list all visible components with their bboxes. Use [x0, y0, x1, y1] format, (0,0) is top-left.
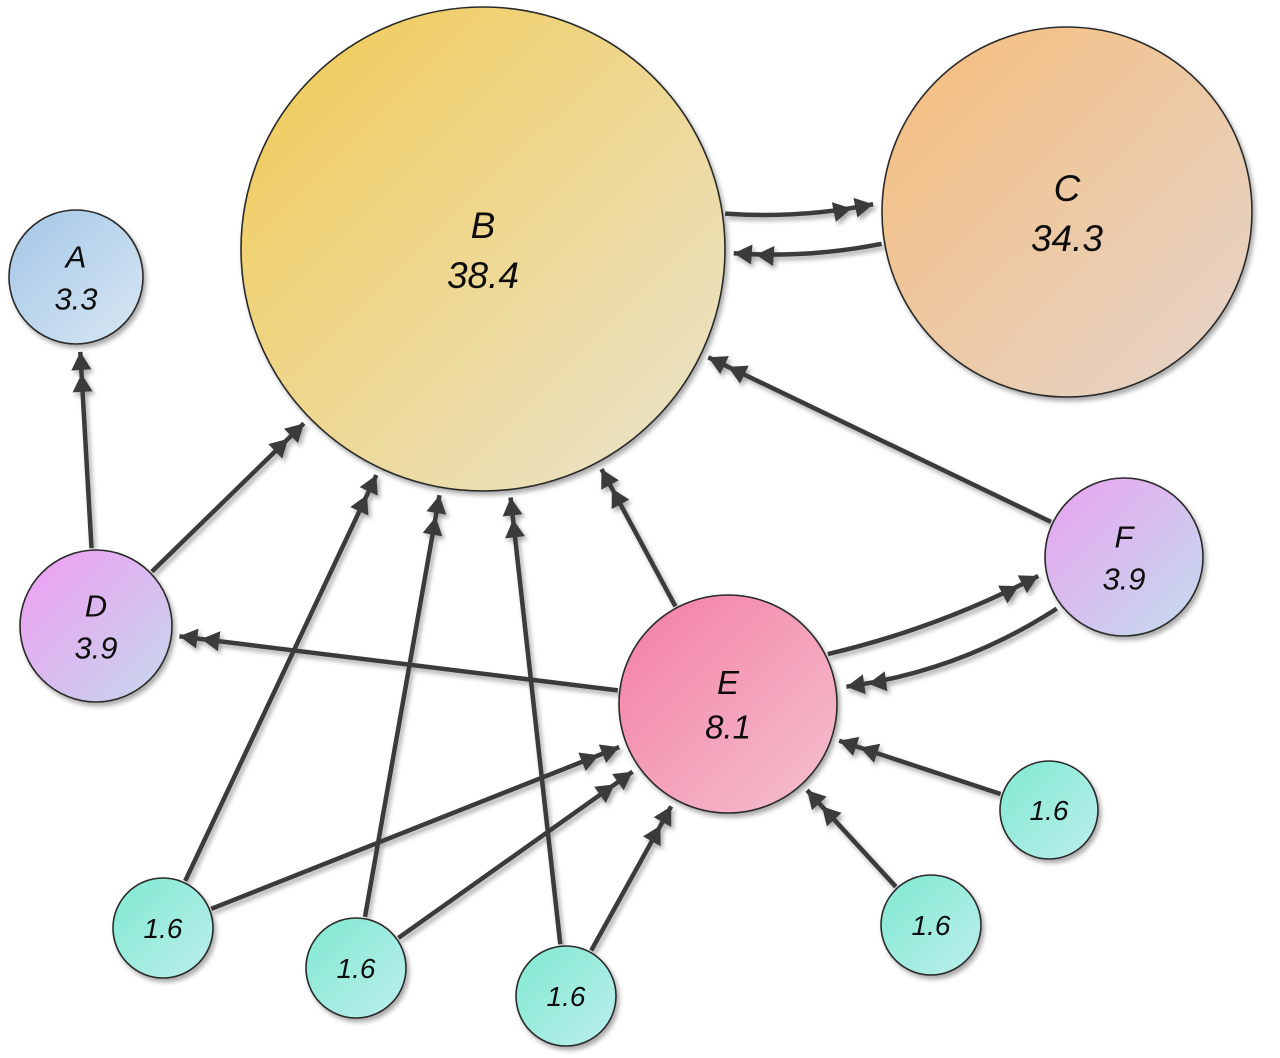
edge-T2-to-E — [397, 769, 634, 940]
node-E-value: 8.1 — [705, 709, 751, 746]
node-F-circle — [1044, 477, 1204, 637]
node-T3: 1.6 — [515, 945, 617, 1047]
edge-D-to-B — [150, 421, 306, 574]
edge-C-to-B — [733, 241, 883, 266]
edge-D-to-A — [71, 351, 94, 549]
node-T3-circle — [515, 945, 617, 1047]
node-T2: 1.6 — [305, 917, 407, 1019]
nodes-layer: A 3.3 B 38.4 C 34.3D 3.9E 8.1 F 3.9 1.6 1.6 1.6 1.6 1.… — [8, 6, 1253, 1047]
node-D-label: D — [85, 589, 107, 624]
node-D-circle — [19, 549, 173, 703]
edge-T5-to-E — [838, 736, 1002, 797]
edge-F-to-E — [846, 606, 1059, 695]
node-B-label: B — [471, 205, 496, 246]
edge-T1-to-E — [210, 744, 621, 911]
node-T4: 1.6 — [880, 874, 982, 976]
node-T5-value: 1.6 — [1030, 795, 1069, 826]
node-T5: 1.6 — [999, 760, 1099, 860]
node-T5-circle — [999, 760, 1099, 860]
edge-F-to-B — [707, 355, 1052, 524]
node-T1: 1.6 — [112, 877, 214, 979]
edge-T3-to-B — [502, 497, 563, 945]
node-C-label: C — [1054, 168, 1081, 209]
node-C-value: 34.3 — [1031, 218, 1103, 259]
node-T2-circle — [305, 917, 407, 1019]
edges-layer — [71, 197, 1059, 952]
edge-T3-to-E — [589, 805, 674, 952]
edge-T1-to-B — [183, 474, 379, 882]
node-D-value: 3.9 — [74, 631, 117, 666]
node-E-circle — [618, 594, 838, 814]
node-T4-circle — [880, 874, 982, 976]
node-F-value: 3.9 — [1102, 562, 1145, 597]
node-A: A 3.3 — [8, 209, 144, 345]
edge-E-to-B — [599, 468, 678, 608]
node-C: C 34.3 — [881, 26, 1253, 398]
node-C-circle — [881, 26, 1253, 398]
node-A-label: A — [64, 240, 87, 275]
node-T1-circle — [112, 877, 214, 979]
node-T4-value: 1.6 — [912, 910, 951, 941]
node-B-circle — [240, 6, 726, 492]
node-A-value: 3.3 — [54, 282, 97, 317]
node-F: F 3.9 — [1044, 477, 1204, 637]
node-T2-value: 1.6 — [337, 953, 376, 984]
node-T1-value: 1.6 — [144, 913, 183, 944]
edge-E-to-F — [827, 574, 1040, 657]
edge-E-to-D — [179, 628, 619, 693]
node-A-circle — [8, 209, 144, 345]
edge-T4-to-E — [805, 788, 898, 889]
node-T3-value: 1.6 — [547, 981, 586, 1012]
edge-B-to-C — [725, 197, 874, 222]
node-D: D 3.9 — [19, 549, 173, 703]
node-B-value: 38.4 — [447, 255, 519, 296]
node-B: B 38.4 — [240, 6, 726, 492]
node-E-label: E — [717, 664, 740, 701]
node-E: E 8.1 — [618, 594, 838, 814]
edge-T2-to-B — [362, 494, 447, 918]
node-F-label: F — [1115, 520, 1136, 555]
